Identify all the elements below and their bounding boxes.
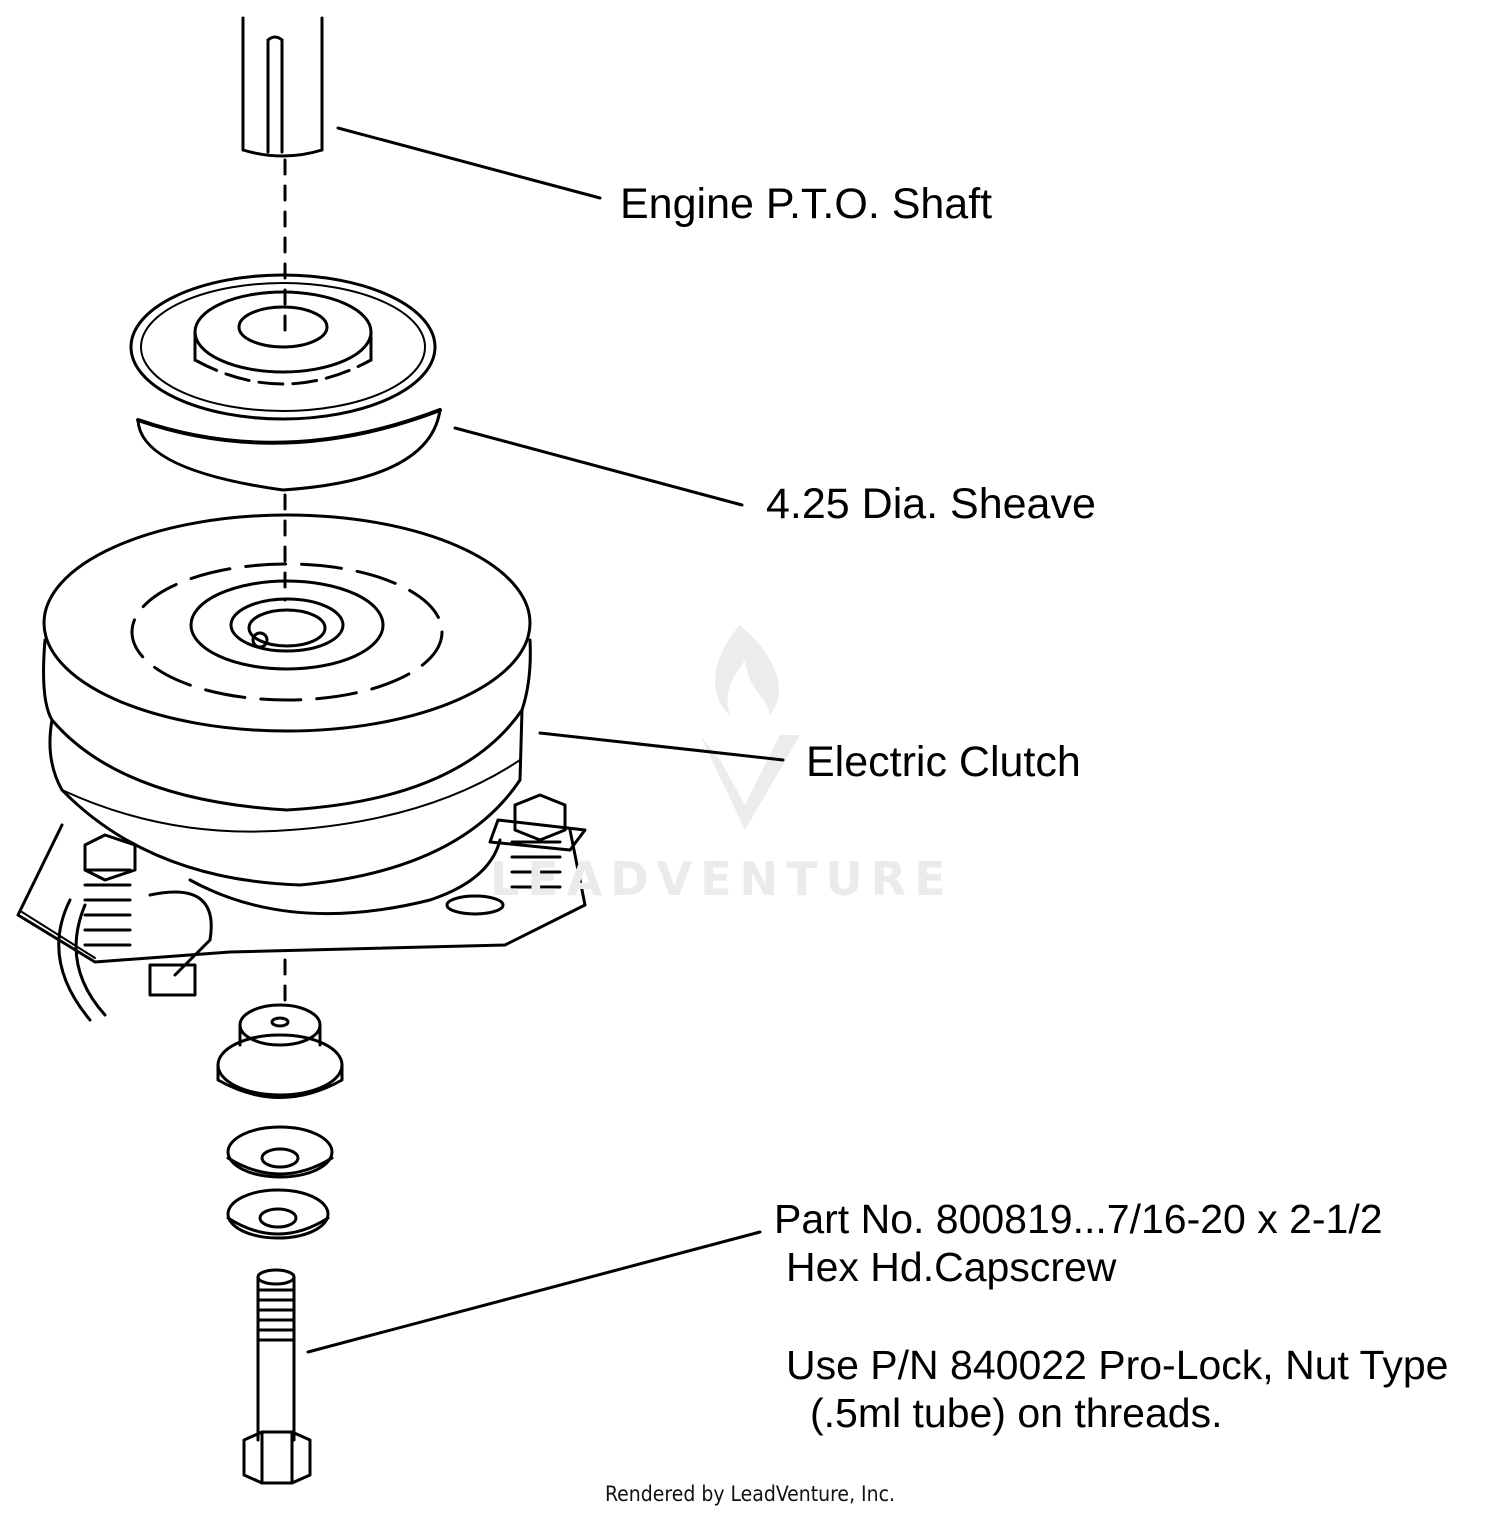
label-capscrew-name: Hex Hd.Capscrew (786, 1244, 1117, 1290)
label-prolock-line2: (.5ml tube) on threads. (810, 1390, 1223, 1436)
mount-spring-right (488, 793, 587, 889)
engine-pto-shaft (241, 16, 324, 158)
mount-spring-left (83, 833, 137, 947)
hex-capscrew (242, 1268, 312, 1485)
watermark-logo-icon (700, 625, 800, 830)
sheave-pulley (129, 273, 442, 492)
leader-lines (306, 126, 785, 1354)
watermark-text: LEADVENTURE (490, 852, 954, 906)
belleville-washer-lower (226, 1188, 330, 1240)
label-prolock-line1: Use P/N 840022 Pro-Lock, Nut Type (786, 1342, 1449, 1388)
label-engine-pto-shaft: Engine P.T.O. Shaft (620, 180, 993, 228)
belleville-washer-upper (226, 1125, 334, 1179)
electric-clutch (16, 513, 587, 1022)
spacer-hub (216, 1003, 344, 1099)
footer-credit: Rendered by LeadVenture, Inc. (605, 1482, 895, 1506)
label-electric-clutch: Electric Clutch (806, 738, 1081, 786)
label-capscrew-part: Part No. 800819...7/16-20 x 2-1/2 (774, 1196, 1383, 1242)
wire-connector (57, 890, 213, 1022)
label-sheave: 4.25 Dia. Sheave (766, 480, 1096, 528)
